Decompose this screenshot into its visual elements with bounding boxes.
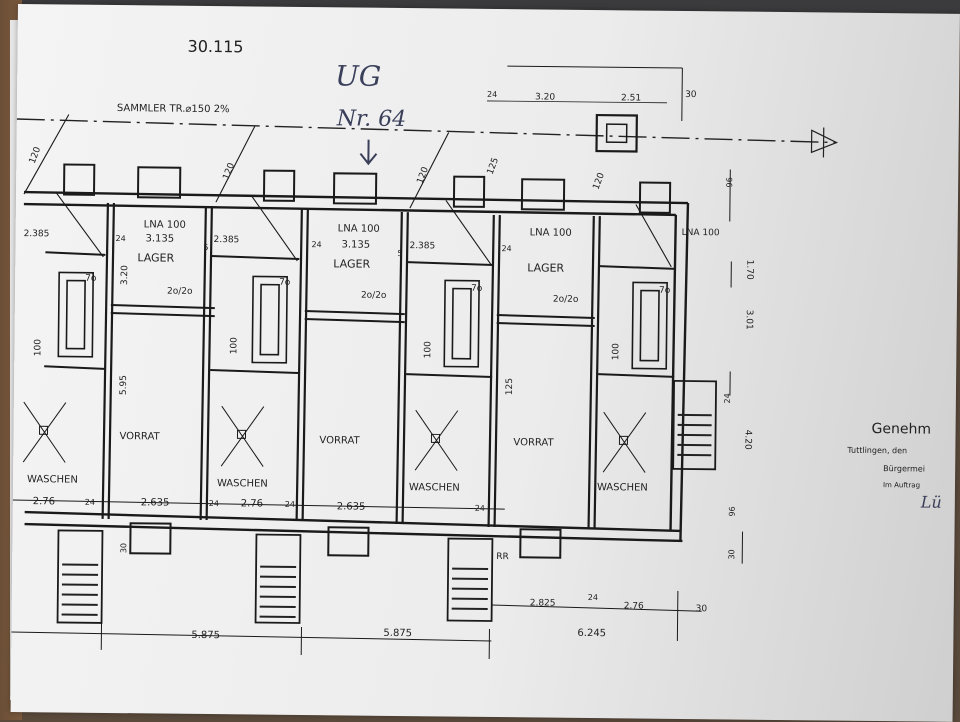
shaft-height-4: 100 xyxy=(611,343,621,361)
stair-room-width: 2.385 xyxy=(409,241,435,251)
dim-2385-left: 2.385 xyxy=(24,229,50,239)
dim-24-b: 24 xyxy=(311,240,321,249)
stamp-line-4: Im Auftrag xyxy=(883,481,920,489)
right-door-label: LNA 100 xyxy=(682,228,720,238)
dim-276-bottom: 2.76 xyxy=(624,601,644,611)
laundry-width: 2.76 xyxy=(241,498,263,509)
sheet-number: 30.115 xyxy=(187,37,243,57)
right-dimensions: LNA 100 96 1.70 3.01 24 4.20 96 30 xyxy=(678,177,755,560)
storage-door-label: LNA 100 xyxy=(338,223,380,234)
storage-width: 3.135 xyxy=(145,233,174,244)
dim-170: 1.70 xyxy=(744,260,754,280)
storage-opening: 2o/2o xyxy=(167,287,193,297)
dim-top-24: 24 xyxy=(487,90,497,99)
dim-5-b: 5 xyxy=(397,249,402,258)
pantry-width: 2.635 xyxy=(337,501,366,512)
dim-120-c: 120 xyxy=(416,165,432,185)
storage-name: LAGER xyxy=(527,261,564,274)
dim-24-a: 24 xyxy=(116,234,126,243)
stair-room-width: 2.385 xyxy=(213,235,239,245)
paper-sheet: 30.115 UG Nr. 64 SAMMLER TR.⌀150 2% 24 3… xyxy=(11,4,960,722)
floor-plan-drawing: 30.115 UG Nr. 64 SAMMLER TR.⌀150 2% 24 3… xyxy=(11,4,960,722)
pantry-height: 5.95 xyxy=(119,375,129,395)
dim-7o-b: 7o xyxy=(279,278,291,288)
laundry-name: WASCHEN xyxy=(27,474,78,486)
dim-96-bottom: 96 xyxy=(728,506,737,516)
sewer-note: SAMMLER TR.⌀150 2% xyxy=(117,103,230,115)
rr-label: RR xyxy=(496,552,509,562)
dim-24-c: 24 xyxy=(501,244,511,253)
dim-125-top: 125 xyxy=(486,156,501,176)
laundry-name-4: WASCHEN xyxy=(597,482,648,494)
dim-24-h: 24 xyxy=(588,593,598,602)
dim-2825: 2.825 xyxy=(530,598,556,608)
stamp-line-2: Tuttlingen, den xyxy=(846,446,907,456)
dim-24-f: 24 xyxy=(285,500,295,509)
plan-number: Nr. 64 xyxy=(336,106,407,132)
stamp-line-1: Genehm xyxy=(872,421,932,438)
dim-5875-a: 5.875 xyxy=(191,630,220,641)
shaft-height: 100 xyxy=(33,339,43,357)
sewer-line xyxy=(17,119,837,143)
storage-opening: 2o/2o xyxy=(361,291,387,301)
dim-24-e: 24 xyxy=(209,499,219,508)
storage-opening: 2o/2o xyxy=(553,295,579,305)
pantry-name: VORRAT xyxy=(513,437,554,448)
dim-30-bottom: 30 xyxy=(119,543,128,553)
dim-top-30: 30 xyxy=(685,90,697,100)
dim-120-d: 120 xyxy=(592,171,608,191)
storage-door-label: LNA 100 xyxy=(530,227,572,238)
dim-5875-b: 5.875 xyxy=(383,628,412,639)
dim-30-right-side: 30 xyxy=(727,549,736,559)
dim-5-a: 5 xyxy=(203,243,208,252)
laundry-width: 2.76 xyxy=(33,496,55,507)
floor-label: UG xyxy=(335,59,381,92)
partition-walls xyxy=(103,203,600,528)
dim-24-d: 24 xyxy=(85,498,95,507)
pantry-width: 2.635 xyxy=(141,497,170,508)
dim-420: 4.20 xyxy=(742,430,752,450)
storage-width: 3.135 xyxy=(341,239,370,250)
dim-120-a: 120 xyxy=(28,145,44,165)
dim-320-height: 3.20 xyxy=(120,265,130,285)
laundry-name: WASCHEN xyxy=(217,478,268,490)
approval-stamp: Genehm Tuttlingen, den Bürgermei Im Auft… xyxy=(846,421,943,512)
dim-120-b: 120 xyxy=(222,161,238,181)
stamp-line-3: Bürgermei xyxy=(883,464,925,473)
laundry-name: WASCHEN xyxy=(409,482,460,494)
dim-24-g: 24 xyxy=(475,504,485,513)
storage-door-label: LNA 100 xyxy=(144,219,186,230)
dim-7o-c: 7o xyxy=(471,284,483,294)
arrow-down-icon xyxy=(360,140,376,164)
stamp-signature: Lü xyxy=(920,492,942,511)
dim-30-right: 30 xyxy=(696,604,708,614)
dim-125-side: 125 xyxy=(505,378,515,395)
dim-24-right: 24 xyxy=(723,393,732,403)
shaft-height: 100 xyxy=(423,341,433,359)
dim-7o-a: 7o xyxy=(85,274,97,284)
pantry-name: VORRAT xyxy=(319,435,360,446)
dim-301: 3.01 xyxy=(744,310,754,330)
storage-name: LAGER xyxy=(137,251,174,264)
dim-96-top: 96 xyxy=(725,177,734,187)
pantry-name: VORRAT xyxy=(119,431,160,442)
dim-6245: 6.245 xyxy=(577,628,606,639)
storage-walls xyxy=(44,252,675,379)
storage-name: LAGER xyxy=(333,257,370,270)
inspection-shaft xyxy=(596,115,636,151)
dim-7o-d: 7o xyxy=(659,286,671,296)
shaft-height: 100 xyxy=(229,337,239,355)
